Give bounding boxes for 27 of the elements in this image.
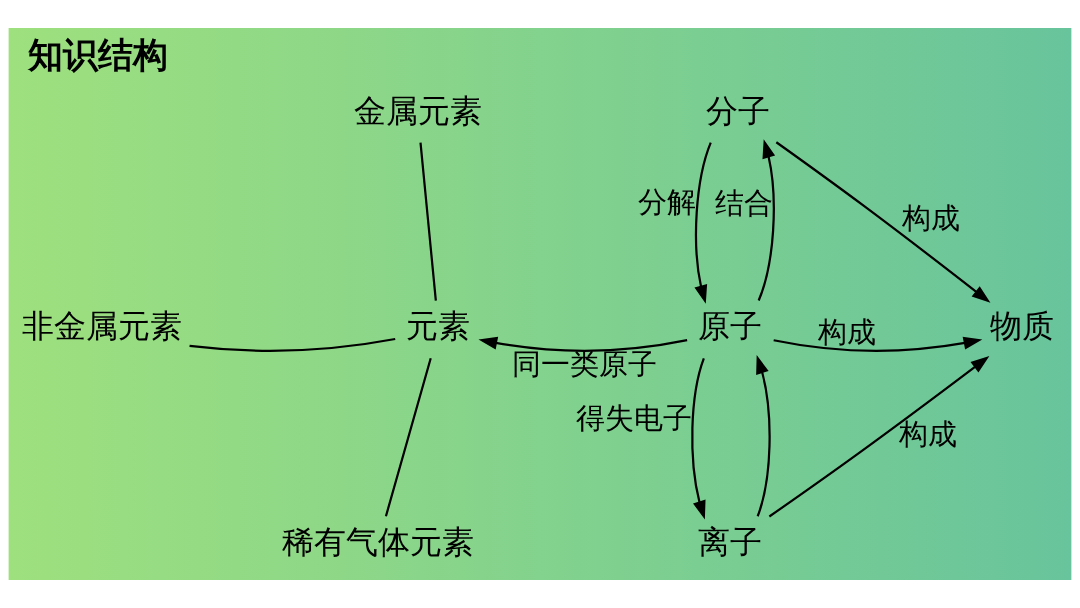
arrow <box>757 139 776 301</box>
connector <box>384 358 432 517</box>
node-text: 非金属元素 <box>22 308 183 345</box>
node-text: 物质 <box>990 308 1055 345</box>
arrow <box>756 355 771 517</box>
edge-label: 构成 <box>902 201 960 236</box>
node-text: 金属元素 <box>353 92 482 129</box>
edge-label: 分解 <box>637 185 696 220</box>
arrow <box>694 142 712 304</box>
edge-label: 构成 <box>898 417 957 452</box>
connector <box>189 337 396 352</box>
edge-label: 同一类原子 <box>512 346 658 381</box>
node-text: 元素 <box>406 308 471 345</box>
arrow <box>691 357 706 520</box>
arrow <box>768 355 990 518</box>
node-text: 分子 <box>706 92 771 129</box>
arrow <box>775 141 991 303</box>
arrow <box>773 336 983 352</box>
edge-label: 得失电子 <box>576 401 693 436</box>
node-text: 离子 <box>698 524 763 561</box>
node-text: 原子 <box>698 308 763 345</box>
edge-label: 构成 <box>817 314 876 349</box>
diagram-title: 知识结构 <box>27 34 168 76</box>
node-text: 稀有气体元素 <box>282 524 475 561</box>
arrow <box>478 336 688 352</box>
connector <box>419 142 437 301</box>
edge-label: 结合 <box>715 186 774 221</box>
